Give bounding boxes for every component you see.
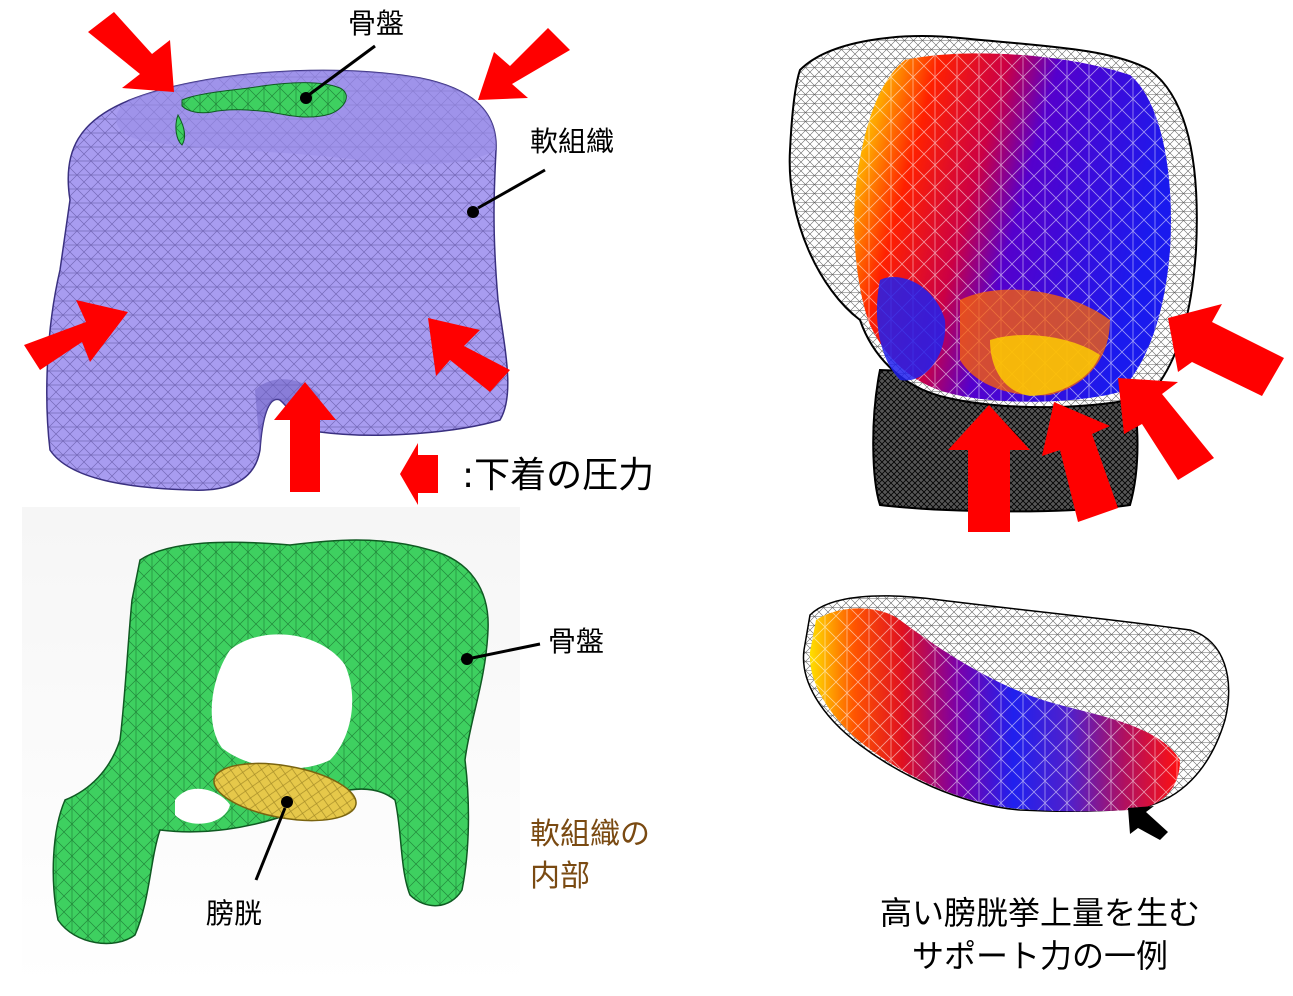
label-pressure-legend: :下着の圧力 bbox=[462, 455, 655, 496]
label-top-bone: 骨盤 bbox=[348, 7, 405, 40]
red-arrow bbox=[88, 12, 174, 92]
small-black-arrow bbox=[1128, 806, 1168, 840]
pointer-top-bone bbox=[309, 44, 376, 96]
label-soft-tissue-inside-1: 軟組織の bbox=[530, 817, 650, 852]
red-arrow bbox=[478, 28, 570, 100]
pointer-bladder bbox=[254, 807, 287, 881]
pressure-arrows-top-left bbox=[24, 12, 570, 505]
red-arrow bbox=[428, 318, 510, 392]
red-arrow-legend bbox=[400, 443, 438, 505]
pointer-dot-bottom-bone bbox=[461, 653, 473, 665]
red-arrow bbox=[274, 382, 336, 492]
pressure-map-bladder bbox=[802, 595, 1230, 813]
label-bottom-bone: 骨盤 bbox=[548, 625, 605, 658]
pelvis-model bbox=[52, 539, 489, 945]
red-arrow bbox=[1042, 402, 1118, 522]
red-arrow bbox=[1168, 304, 1284, 396]
label-soft-tissue-inside-2: 内部 bbox=[530, 859, 590, 894]
pointer-soft-tissue bbox=[477, 168, 546, 210]
pressure-arrows-upper-right bbox=[948, 304, 1284, 532]
soft-tissue-model bbox=[46, 69, 509, 491]
caption-line-2: サポート力の一例 bbox=[911, 937, 1168, 976]
caption: 高い膀胱挙上量を生む サポート力の一例 bbox=[840, 892, 1240, 978]
red-arrow bbox=[24, 300, 128, 370]
pointer-dot-soft-tissue bbox=[467, 206, 479, 218]
label-soft-tissue: 軟組織 bbox=[530, 125, 615, 158]
pressure-map-upper bbox=[788, 35, 1198, 513]
caption-line-1: 高い膀胱挙上量を生む bbox=[879, 894, 1200, 932]
red-arrow bbox=[948, 405, 1030, 532]
label-bladder: 膀胱 bbox=[206, 897, 263, 930]
pointer-dot-top-bone bbox=[300, 92, 312, 104]
pointer-bottom-bone bbox=[471, 642, 541, 660]
pointer-dot-bladder bbox=[281, 796, 293, 808]
red-arrow bbox=[1118, 378, 1214, 480]
